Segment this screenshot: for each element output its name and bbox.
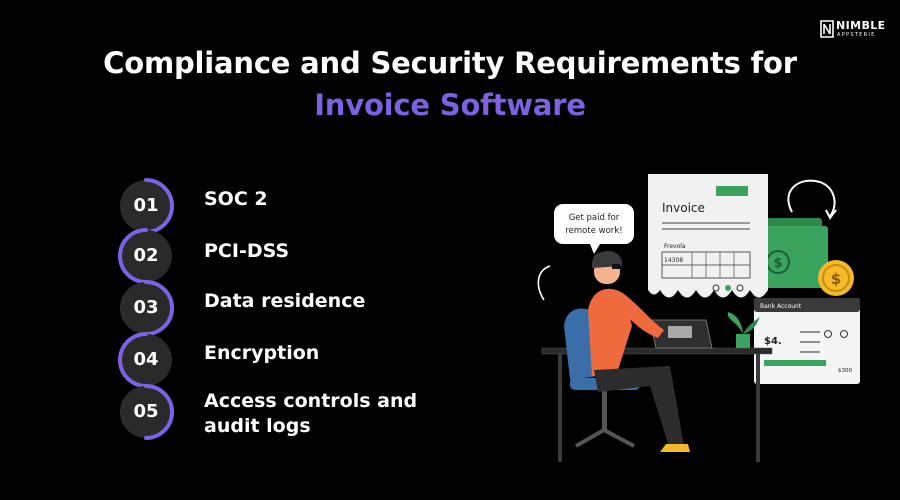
step-badge-01: 01 [118,176,178,236]
step-badge-04: 04 [118,330,178,390]
step-label-encryption: Encryption [204,342,320,364]
step-label-access-controls: Access controls and audit logs [204,389,417,439]
svg-text:$: $ [831,270,841,288]
step-label-soc2: SOC 2 [204,188,268,210]
step-ring-icon [120,178,174,234]
step-ring-icon [120,280,174,336]
step-label-line: audit logs [204,415,311,437]
person-figure [588,250,690,452]
page-title-line1: Compliance and Security Requirements for [103,46,797,80]
step-number: 01 [133,195,159,216]
nimble-logo-icon [820,20,834,38]
invoice-field: Frevola [664,243,686,250]
plant-icon [727,312,760,348]
requirements-list: 01 SOC 2 02 PCI-DSS 03 Data residence 04… [0,0,440,500]
invoice-number: 14308 [664,257,683,264]
step-label-data-residence: Data residence [204,290,366,312]
laptop-icon [649,319,713,349]
bank-title: Bank Account [760,303,802,310]
speech-line2: remote work! [565,226,622,236]
brand-name: NIMBLE [836,19,886,32]
curved-arrow-icon [787,179,836,217]
step-number: 03 [133,297,159,318]
step-badge-05: 05 [118,382,178,442]
speech-bubble: Get paid for remote work! [554,204,634,254]
step-ring-icon [118,228,172,284]
step-badge-02: 02 [118,226,178,286]
brand-logo: NIMBLE APPSTERIE [820,18,885,42]
svg-text:$: $ [773,256,782,271]
step-badge-03: 03 [118,278,178,338]
bank-amount: $4. [764,336,782,347]
bank-small: $300 [838,368,852,374]
money-stack-icon: $ [758,218,828,288]
invoice-document: Invoice Frevola 14308 [648,174,768,298]
step-number: 05 [133,401,159,422]
coin-icon: $ [818,260,854,296]
invoice-title: Invoice [662,201,705,215]
step-number: 04 [133,349,159,370]
page-title-line2: Invoice Software [314,88,586,122]
step-number: 02 [133,245,159,266]
step-label-line: Access controls and [204,390,418,412]
curved-arrow-icon [537,265,551,301]
step-label-pci-dss: PCI-DSS [204,240,290,262]
bank-account-card: Bank Account $4. $300 [754,298,860,384]
step-ring-icon [120,384,174,440]
speech-line1: Get paid for [569,213,620,223]
remote-work-illustration: Get paid for remote work! $ Invoice Frev… [537,174,860,462]
brand-sub: APPSTERIE [837,32,876,38]
step-ring-icon [118,332,172,388]
